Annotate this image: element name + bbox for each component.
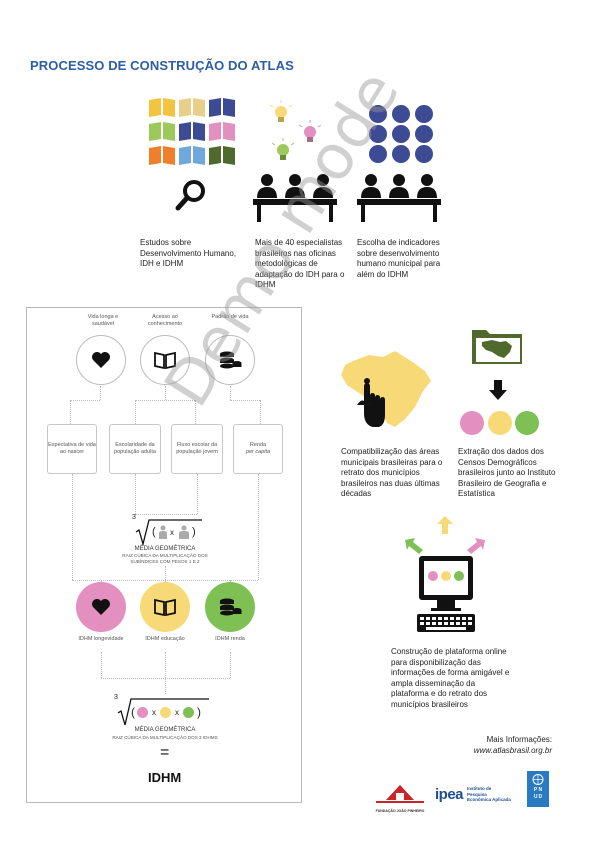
indicators-caption: Escolha de indicadores sobre desenvolvim… [357, 238, 441, 279]
label-idhm-renda: IDHM renda [215, 636, 245, 642]
formula1-sub: RAIZ CÚBICA DA MULTIPLICAÇÃO DOS SUBÍNDI… [122, 553, 208, 564]
census-dot-yellow [488, 411, 512, 435]
label-acesso: Acesso ao conhecimento [147, 314, 183, 327]
box-expectativa: Expectativa de vida ao nascer [47, 424, 97, 474]
census-dot-pink [460, 411, 484, 435]
heart-icon [92, 599, 110, 615]
label-idhm-educacao: IDHM educação [145, 636, 185, 642]
indicators-table-icon [357, 172, 441, 229]
book-tile [179, 122, 205, 141]
result-idhm: IDHM [148, 770, 182, 785]
book-icon [154, 351, 176, 369]
magnifier-icon [173, 178, 209, 219]
book-tile [149, 122, 175, 141]
heart-icon [92, 352, 110, 368]
person-icon [159, 525, 167, 539]
people-icon [179, 525, 189, 539]
book-tile [209, 122, 235, 141]
map-caption: Compatibilização das áreas municipais br… [341, 447, 443, 498]
label-vida-longa: Vida longa e saudável [87, 314, 119, 327]
page-title: PROCESSO DE CONSTRUÇÃO DO ATLAS [30, 58, 294, 73]
income-color-circle [205, 582, 255, 632]
book-tile [149, 98, 175, 117]
book-tile [179, 146, 205, 165]
computer-platform-icon [403, 516, 487, 643]
equals-sign: = [160, 744, 170, 761]
folder-map-icon [470, 324, 524, 371]
book-icon [154, 598, 176, 616]
longevity-circle [76, 582, 126, 632]
education-circle [140, 335, 190, 385]
book-tile [209, 146, 235, 165]
label-padrao: Padrão de vida [211, 314, 249, 320]
box-fluxo: Fluxo escolar da população jovem [171, 424, 223, 474]
income-circle [205, 335, 255, 385]
formula2-label: MÉDIA GEOMÉTRICA [134, 727, 196, 733]
info-label: Mais Informações: [486, 735, 552, 744]
formula2-sub: RAIZ CÚBICA DA MULTIPLICAÇÃO DOS 3 IDHMS [112, 735, 218, 740]
lightbulbs-icon [265, 100, 325, 171]
experts-table-icon [253, 172, 337, 229]
books-caption: Estudos sobre Desenvolvimento Humano, ID… [140, 238, 237, 268]
indicators-dots-icon [368, 104, 434, 169]
health-circle [76, 335, 126, 385]
ipea-logo: ipea Instituto de Pesquisa Econômica Apl… [435, 786, 511, 803]
cube-root-formula-2: 3 ( x x ) [113, 694, 213, 728]
fjp-logo: FUNDAÇÃO JOÃO PINHEIRO [374, 784, 426, 813]
coins-icon [220, 351, 242, 369]
book-tile [179, 98, 205, 117]
box-escolaridade: Escolaridade da população adulta [109, 424, 161, 474]
books-icon [147, 96, 237, 166]
formula1-label: MÉDIA GEOMÉTRICA [134, 546, 196, 552]
coins-icon [220, 598, 242, 616]
experts-caption: Mais de 40 especialistas brasileiros nas… [255, 238, 345, 289]
cube-root-formula-1: 3 ( x ) [126, 514, 206, 546]
info-url[interactable]: www.atlasbrasil.org.br [473, 746, 552, 755]
book-tile [209, 98, 235, 117]
brazil-map-icon [335, 347, 435, 438]
idhm-diagram-panel [26, 307, 302, 803]
label-idhm-longevidade: IDHM longevidade [78, 636, 124, 642]
arrow-down-icon [489, 380, 507, 405]
book-tile [149, 146, 175, 165]
census-dot-green [515, 411, 539, 435]
education-color-circle [140, 582, 190, 632]
census-caption: Extração dos dados dos Censos Demográfic… [458, 447, 556, 498]
platform-caption: Construção de plataforma online para dis… [391, 647, 510, 709]
